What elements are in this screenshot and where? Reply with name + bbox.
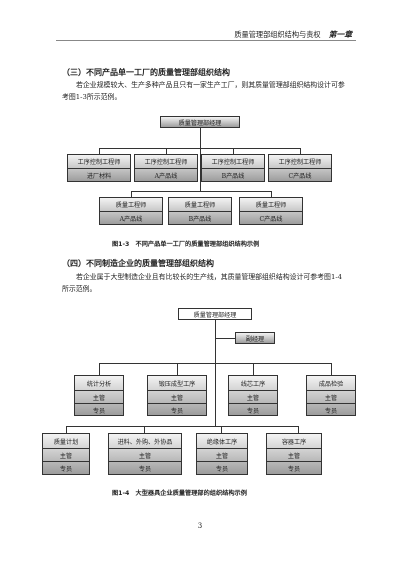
connector [200, 127, 201, 148]
box-title: 统计分析 [86, 380, 112, 388]
connector [99, 363, 331, 364]
connector [215, 320, 216, 350]
box-role: 主管 [197, 448, 247, 461]
department-box: 线芯工序 主管 专员 [228, 375, 278, 416]
section-3-text: 若企业规模较大、生产多种产品且只有一家生产工厂，则其质量管理部组织结构设计可参考… [62, 81, 345, 101]
qa-manager-label: 质量管理部经理 [193, 311, 237, 319]
section-4-heading: （四）不同制造企业的质量管理部组织结构 [62, 259, 214, 268]
box-title: 成品检验 [318, 380, 344, 388]
box-title: 容器工序 [281, 438, 307, 446]
box-subtitle: B产品线 [169, 211, 231, 224]
box-subtitle: C产品线 [269, 168, 331, 181]
box-title: 质量工程师 [255, 202, 287, 209]
connector [99, 148, 100, 154]
box-title: 进料、外购、外协品 [117, 438, 173, 446]
qa-manager-box: 质量管理部经理 [178, 308, 252, 320]
connector [200, 148, 201, 191]
department-box: 容器工序 主管 专员 [266, 433, 322, 475]
connector [99, 148, 300, 149]
box-role: 专员 [197, 461, 247, 474]
box-role: 主管 [75, 390, 123, 403]
process-control-engineer-box: 工序控制工程师 B产品线 [201, 154, 265, 182]
box-title: 工序控制工程师 [77, 159, 121, 166]
box-role: 专员 [109, 461, 181, 474]
box-title: 质量工程师 [115, 202, 147, 209]
header-title: 质量管理部组织结构与责权 [234, 30, 321, 39]
box-subtitle: B产品线 [202, 168, 264, 181]
department-box: 进料、外购、外协品 主管 专员 [108, 433, 182, 475]
section-3-heading: （三）不同产品单一工厂的质量管理部组织结构 [62, 68, 230, 77]
connector [131, 191, 132, 197]
process-control-engineer-box: 工序控制工程师 A产品线 [134, 154, 198, 182]
box-role: 专员 [307, 403, 355, 415]
department-box: 质量计划 主管 专员 [42, 433, 90, 475]
box-role: 专员 [229, 403, 277, 415]
connector [298, 426, 299, 433]
box-role: 主管 [307, 390, 355, 403]
department-box: 统计分析 主管 专员 [74, 375, 124, 416]
box-subtitle: C产品线 [240, 211, 302, 224]
connector [215, 350, 216, 426]
connector [233, 148, 234, 154]
section-3-paragraph: 若企业规模较大、生产多种产品且只有一家生产工厂，则其质量管理部组织结构设计可参考… [62, 80, 348, 103]
connector [177, 363, 178, 375]
connector [99, 363, 100, 375]
quality-engineer-box: 质量工程师 B产品线 [168, 197, 232, 225]
connector [166, 148, 167, 154]
box-title: 锻压成型工序 [158, 380, 196, 388]
qa-manager-box: 质量管理部经理 [160, 116, 240, 128]
page-number: 3 [197, 522, 203, 530]
header-rule [56, 40, 356, 41]
box-role: 主管 [229, 390, 277, 403]
connector [66, 426, 67, 433]
process-control-engineer-box: 工序控制工程师 C产品线 [268, 154, 332, 182]
figure-1-3-caption: 图1-3 不同产品单一工厂的质量管理部组织结构示例 [112, 241, 260, 248]
process-control-engineer-box: 工序控制工程师 进厂材料 [67, 154, 131, 182]
figure-1-4-caption: 图1-4 大型器具企业质量管理部的组织结构示例 [112, 490, 247, 497]
connector [131, 191, 271, 192]
connector [66, 426, 298, 427]
connector [215, 338, 235, 339]
connector [253, 363, 254, 375]
running-header: 质量管理部组织结构与责权第一章 [234, 29, 352, 40]
box-role: 专员 [43, 461, 89, 474]
header-chapter: 第一章 [328, 30, 352, 39]
box-role: 主管 [267, 448, 321, 461]
box-title: 工序控制工程师 [211, 159, 255, 166]
connector [144, 426, 145, 433]
section-4-text: 若企业属于大型制造企业且有比较长的生产线，其质量管理部组织结构设计可参考图1-4… [62, 273, 343, 293]
box-title: 工序控制工程师 [278, 159, 322, 166]
box-role: 专员 [75, 403, 123, 415]
quality-engineer-box: 质量工程师 C产品线 [239, 197, 303, 225]
box-role: 专员 [267, 461, 321, 474]
box-subtitle: 进厂材料 [68, 168, 130, 181]
deputy-manager-box: 副经理 [235, 332, 275, 344]
quality-engineer-box: 质量工程师 A产品线 [99, 197, 163, 225]
connector [221, 426, 222, 433]
department-box: 绝缘体工序 主管 专员 [196, 433, 248, 475]
box-title: 质量工程师 [184, 202, 216, 209]
box-role: 主管 [43, 448, 89, 461]
box-subtitle: A产品线 [100, 211, 162, 224]
box-title: 绝缘体工序 [206, 438, 238, 446]
box-role: 主管 [109, 448, 181, 461]
box-subtitle: A产品线 [135, 168, 197, 181]
connector [331, 363, 332, 375]
connector [271, 191, 272, 197]
department-box: 成品检验 主管 专员 [306, 375, 356, 416]
connector [300, 148, 301, 154]
box-title: 线芯工序 [240, 380, 266, 388]
deputy-manager-label: 副经理 [245, 335, 265, 343]
section-4-paragraph: 若企业属于大型制造企业且有比较长的生产线，其质量管理部组织结构设计可参考图1-4… [62, 272, 348, 295]
box-role: 专员 [148, 403, 206, 415]
box-role: 主管 [148, 390, 206, 403]
box-title: 质量计划 [53, 438, 79, 446]
department-box: 锻压成型工序 主管 专员 [147, 375, 207, 416]
box-title: 工序控制工程师 [144, 159, 188, 166]
qa-manager-label: 质量管理部经理 [178, 119, 222, 127]
